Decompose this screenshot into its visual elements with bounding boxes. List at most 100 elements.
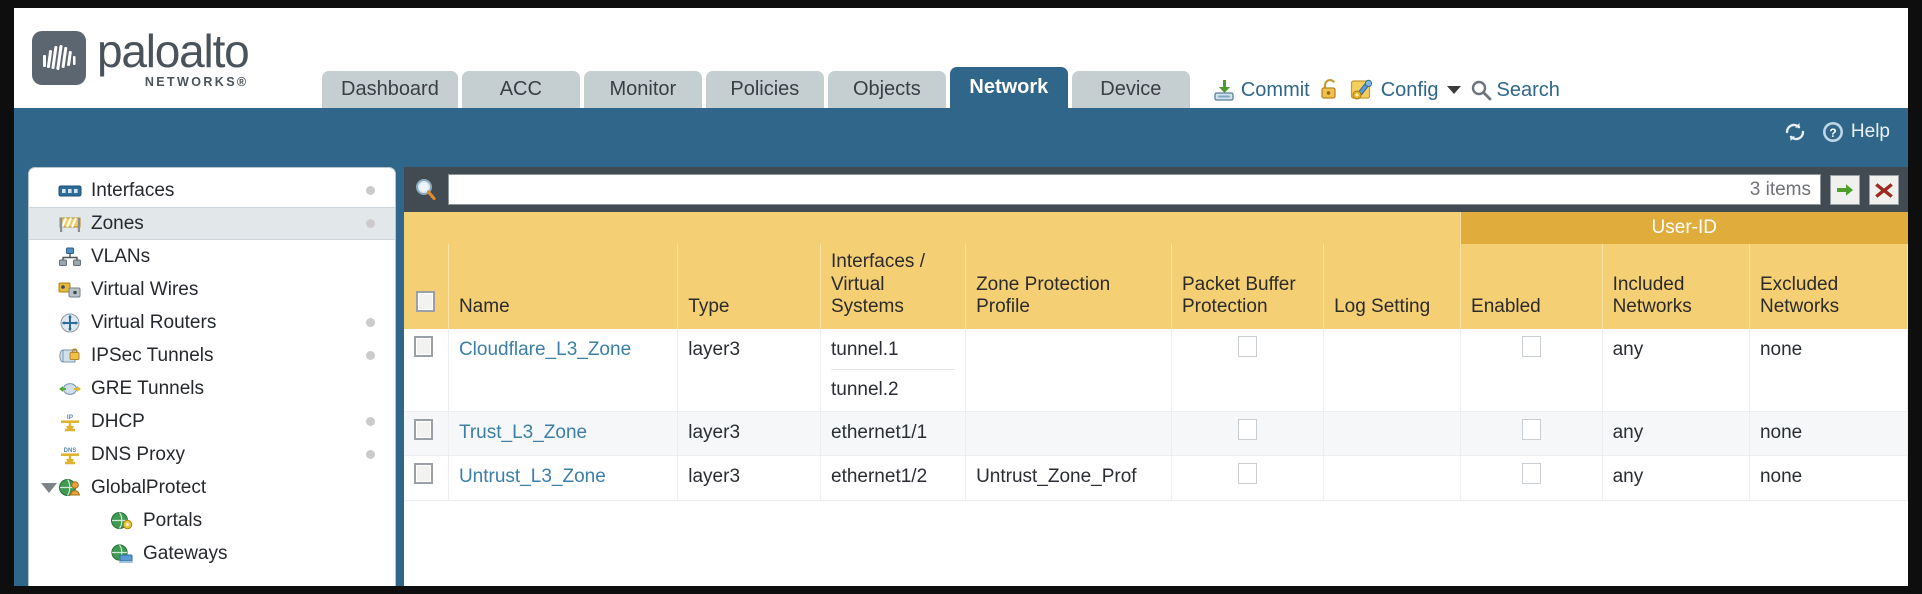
sub-toolbar: ? Help: [14, 108, 1908, 155]
column-header-log-setting[interactable]: Log Setting: [1323, 244, 1462, 329]
search-magnifier-icon[interactable]: [413, 177, 439, 203]
sidebar-item-status-dot: [366, 417, 375, 426]
cell-user-id-enabled: [1460, 328, 1603, 412]
sidebar-item-interfaces[interactable]: Interfaces: [29, 174, 395, 207]
packet-buffer-protection-checkbox[interactable]: [1238, 418, 1258, 440]
row-select-checkbox[interactable]: [414, 418, 433, 440]
virtual-routers-icon: [57, 312, 83, 334]
cell-packet-buffer-protection: [1171, 411, 1325, 457]
help-question-icon: ?: [1821, 120, 1845, 144]
sidebar-item-dhcp[interactable]: IP DHCP: [29, 405, 395, 438]
clear-filter-button[interactable]: [1869, 174, 1899, 205]
red-x-clear-icon: [1875, 182, 1893, 198]
sidebar-item-label: DNS Proxy: [91, 443, 185, 465]
cell-log-setting: [1323, 411, 1462, 457]
column-header-name[interactable]: Name: [448, 244, 679, 329]
column-header-packet-buffer-protection[interactable]: Packet Buffer Protection: [1171, 244, 1325, 329]
tab-network[interactable]: Network: [949, 67, 1068, 108]
tab-monitor[interactable]: Monitor: [583, 71, 702, 108]
sidebar-item-gateways[interactable]: Gateways: [29, 537, 395, 570]
commit-button[interactable]: Commit: [1212, 78, 1310, 102]
tree-collapse-icon[interactable]: [41, 482, 57, 493]
interface-entry: tunnel.1: [831, 336, 956, 371]
cell-user-id-enabled: [1460, 411, 1603, 457]
cell-name: Untrust_L3_Zone: [448, 455, 679, 501]
config-menu[interactable]: Config: [1350, 78, 1461, 102]
column-header-type[interactable]: Type: [677, 244, 821, 329]
column-header-excluded-networks[interactable]: Excluded Networks: [1749, 244, 1908, 329]
sidebar-item-virtual-wires[interactable]: Virtual Wires: [29, 273, 395, 306]
row-select-checkbox[interactable]: [414, 335, 433, 357]
user-id-enabled-checkbox[interactable]: [1521, 463, 1541, 485]
zone-name-link[interactable]: Untrust_L3_Zone: [458, 466, 606, 488]
sidebar-item-gre-tunnels[interactable]: GRE Tunnels: [29, 372, 395, 405]
cell-name: Trust_L3_Zone: [448, 411, 679, 457]
packet-buffer-protection-checkbox[interactable]: [1238, 463, 1258, 485]
user-id-enabled-checkbox[interactable]: [1521, 418, 1541, 440]
portals-icon: [109, 510, 135, 532]
refresh-button[interactable]: [1783, 121, 1807, 143]
sidebar-item-globalprotect[interactable]: GlobalProtect: [29, 471, 395, 504]
brand-text: paloalto NETWORKS®: [97, 28, 250, 89]
gateways-icon: [109, 543, 135, 565]
padlock-icon: [1319, 78, 1341, 102]
svg-text:IP: IP: [67, 414, 74, 421]
search-icon: [1470, 79, 1492, 101]
sidebar-item-virtual-routers[interactable]: Virtual Routers: [29, 306, 395, 339]
row-select-cell: [404, 455, 449, 501]
column-header-interfaces-virtual-systems[interactable]: Interfaces / Virtual Systems: [820, 244, 967, 329]
cell-type: layer3: [677, 455, 821, 501]
cell-included-networks: any: [1602, 328, 1750, 412]
column-header-included-networks[interactable]: Included Networks: [1602, 244, 1750, 329]
search-button[interactable]: Search: [1470, 79, 1560, 102]
sidebar-item-zones[interactable]: Zones: [29, 207, 395, 240]
sidebar-item-label: DHCP: [91, 410, 145, 432]
user-id-enabled-checkbox[interactable]: [1521, 335, 1541, 357]
zone-name-link[interactable]: Trust_L3_Zone: [458, 421, 588, 443]
sidebar-item-label: Virtual Wires: [91, 278, 199, 300]
sidebar-item-label: IPSec Tunnels: [91, 344, 214, 366]
commit-save-icon: [1212, 78, 1236, 102]
zone-name-link[interactable]: Cloudflare_L3_Zone: [458, 338, 632, 360]
help-button[interactable]: ? Help: [1821, 120, 1890, 144]
tab-dashboard[interactable]: Dashboard: [322, 71, 458, 108]
sidebar-item-portals[interactable]: Portals: [29, 504, 395, 537]
cell-interfaces: ethernet1/1: [820, 411, 967, 457]
search-label: Search: [1496, 78, 1560, 101]
cell-log-setting: [1323, 455, 1462, 501]
cell-excluded-networks: none: [1749, 455, 1908, 501]
sidebar-item-label: Virtual Routers: [91, 311, 217, 333]
column-header-zone-protection-profile[interactable]: Zone Protection Profile: [965, 244, 1172, 329]
packet-buffer-protection-checkbox[interactable]: [1238, 335, 1258, 357]
tab-objects[interactable]: Objects: [827, 71, 946, 108]
sidebar-item-ipsec-tunnels[interactable]: IPSec Tunnels: [29, 339, 395, 372]
lock-button[interactable]: [1319, 78, 1341, 102]
interface-entry: ethernet1/1: [831, 421, 928, 443]
search-input[interactable]: 3 items: [448, 174, 1821, 205]
column-header-enabled[interactable]: Enabled: [1460, 244, 1603, 329]
row-select-checkbox[interactable]: [414, 463, 433, 485]
ipsec-tunnels-icon: [57, 345, 83, 367]
sidebar-item-status-dot: [366, 219, 375, 228]
commit-label: Commit: [1240, 78, 1310, 101]
sidebar-item-label: GRE Tunnels: [91, 377, 204, 399]
tab-device[interactable]: Device: [1071, 71, 1190, 108]
apply-filter-button[interactable]: [1830, 174, 1860, 205]
cell-packet-buffer-protection: [1171, 455, 1325, 501]
sidebar-item-vlans[interactable]: VLANs: [29, 240, 395, 273]
table-group-header-row: User-ID: [404, 212, 1908, 245]
tab-acc[interactable]: ACC: [461, 71, 580, 108]
cell-interfaces: ethernet1/2: [820, 455, 967, 501]
tab-policies[interactable]: Policies: [705, 71, 824, 108]
cell-packet-buffer-protection: [1171, 328, 1325, 412]
select-all-checkbox[interactable]: [416, 291, 435, 313]
sidebar-item-label: Gateways: [143, 542, 228, 564]
